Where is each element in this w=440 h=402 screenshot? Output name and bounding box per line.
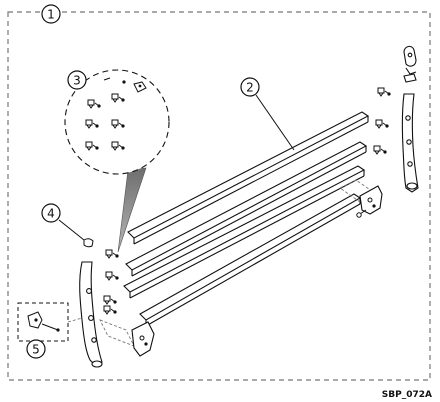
end-cap-part <box>83 238 94 248</box>
callout-3-inset <box>64 69 170 175</box>
rail-bars <box>123 111 370 327</box>
assembly-frame <box>7 11 431 381</box>
left-upright-post <box>79 261 103 368</box>
right-top-hook <box>403 45 417 83</box>
left-clips <box>103 249 120 315</box>
right-upright-post <box>401 93 419 193</box>
callout-1-label: 1 <box>47 8 55 22</box>
right-lower-bracket <box>339 179 383 218</box>
right-clips <box>373 87 392 155</box>
callout-5-inset <box>17 302 83 342</box>
figure-code: SBP_072A <box>382 390 432 400</box>
callout-4-label: 4 <box>47 207 55 221</box>
callout-5: 5 <box>26 339 46 359</box>
left-lower-bracket <box>99 319 155 357</box>
rail-bar-2 <box>125 141 368 271</box>
callout-2-label: 2 <box>246 81 254 95</box>
callout-2: 2 <box>240 77 295 151</box>
callout-1: 1 <box>41 4 61 24</box>
callout-5-label: 5 <box>32 343 40 357</box>
callout-3-label: 3 <box>73 74 81 88</box>
rail-bar-3 <box>123 165 366 293</box>
callout-3: 3 <box>67 70 87 90</box>
callout-4: 4 <box>41 203 94 248</box>
